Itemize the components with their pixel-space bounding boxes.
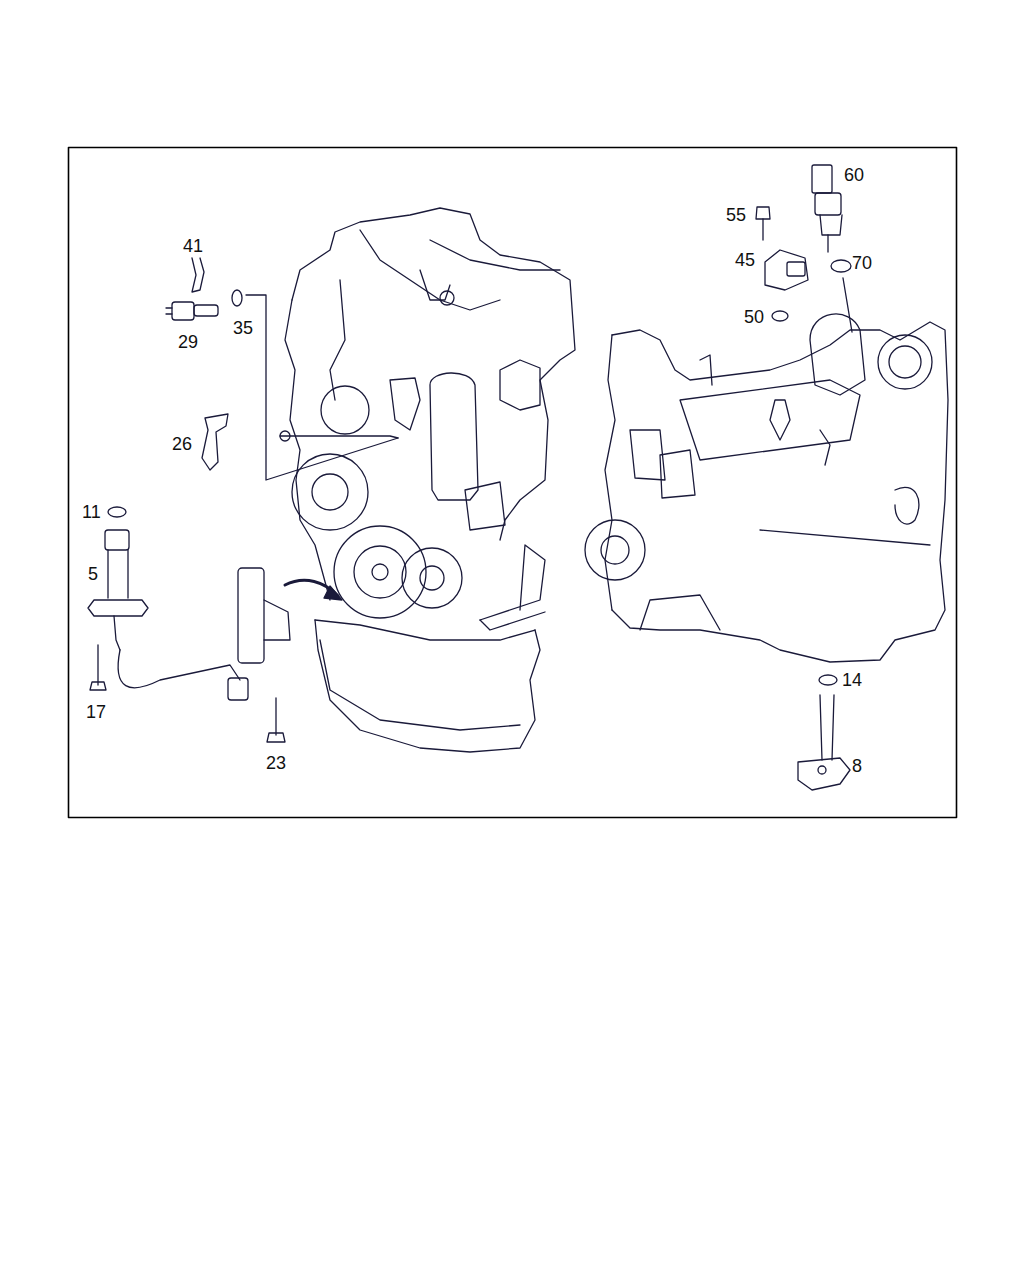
callout-number: 45 (735, 250, 755, 270)
sensor-29 (166, 258, 398, 480)
callout-number: 70 (852, 253, 872, 273)
callout-number: 55 (726, 205, 746, 225)
callout-number: 41 (183, 236, 203, 256)
callout-number: 35 (233, 318, 253, 338)
right-engine (585, 314, 948, 662)
frame (69, 148, 957, 818)
callout-number: 60 (844, 165, 864, 185)
callout-number: 23 (266, 753, 286, 773)
callout-number: 14 (842, 670, 862, 690)
callout-number: 50 (744, 307, 764, 327)
left-engine (280, 208, 575, 752)
callout-number: 29 (178, 332, 198, 352)
callout-number: 17 (86, 702, 106, 722)
callout-number: 11 (82, 502, 101, 522)
sensor-23 (238, 568, 342, 742)
callout-number: 8 (852, 756, 862, 776)
callout-number: 5 (88, 564, 98, 584)
sensor-8 (798, 675, 850, 790)
callout-number: 26 (172, 434, 192, 454)
bracket-26 (202, 414, 228, 470)
sensor-5 (88, 507, 248, 700)
sensors-45-60 (756, 165, 852, 332)
